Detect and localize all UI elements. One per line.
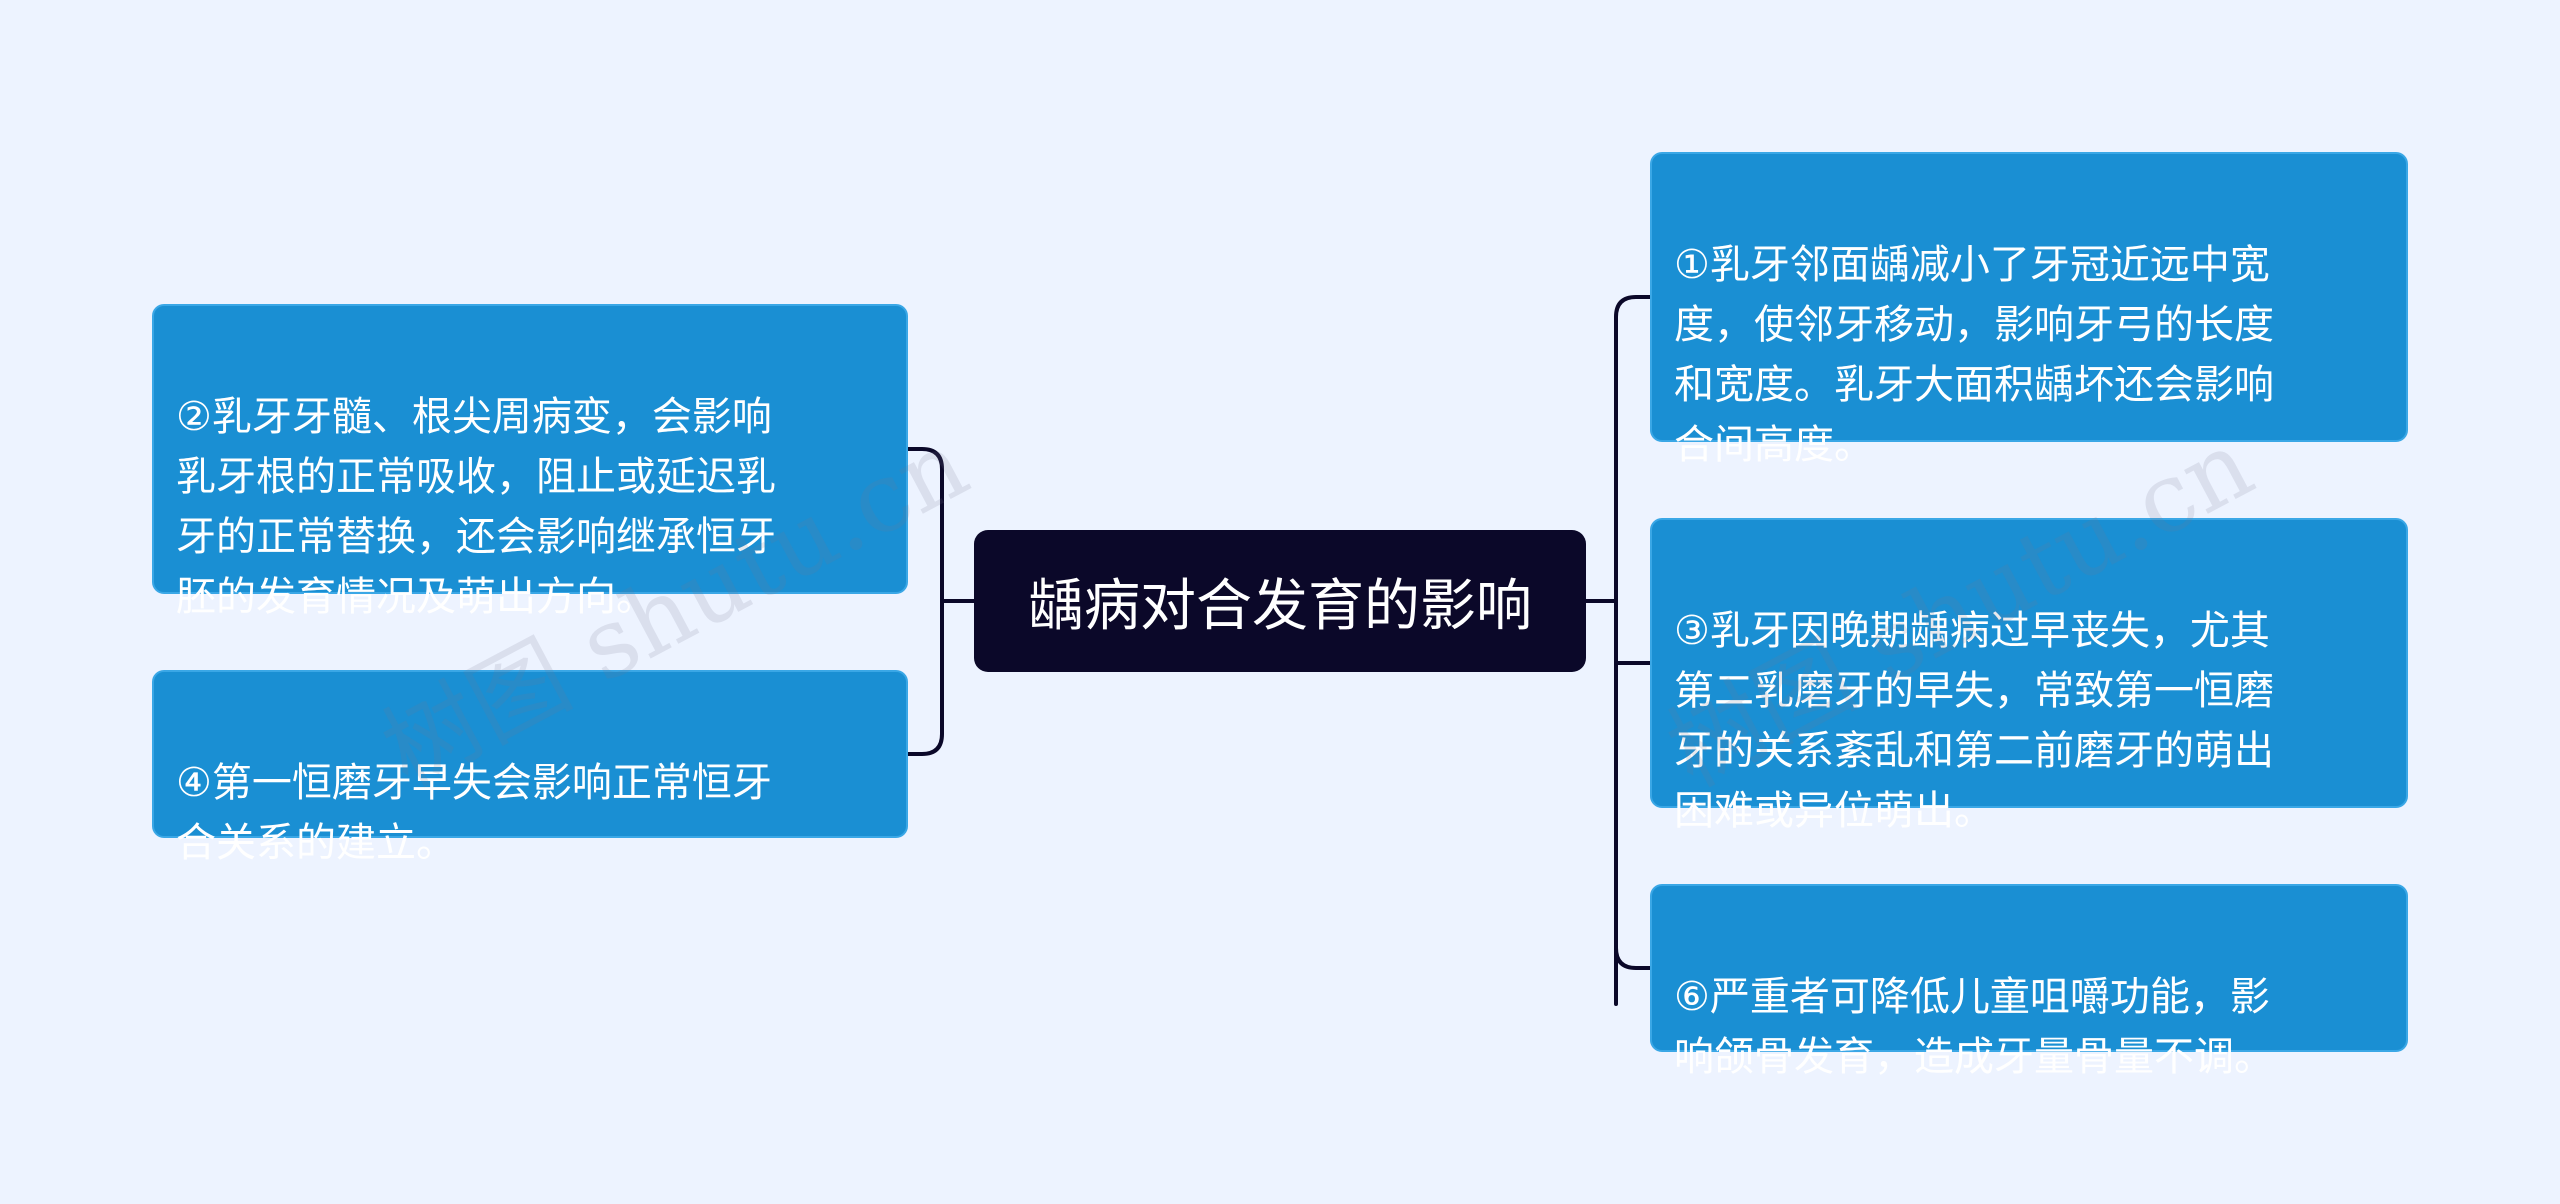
connector-left-to-node-2: [906, 447, 944, 603]
topic-node-6-text: ⑥严重者可降低儿童咀嚼功能，影 响颌骨发育，造成牙量骨量不调。: [1674, 974, 2274, 1080]
connector-right-to-node-1: [1614, 295, 1652, 1006]
topic-node-6[interactable]: ⑥严重者可降低儿童咀嚼功能，影 响颌骨发育，造成牙量骨量不调。: [1650, 884, 2408, 1080]
topic-node-3[interactable]: ③乳牙因晚期龋病过早丧失，尤其 第二乳磨牙的早失，常致第一恒磨 牙的关系紊乱和第…: [1650, 518, 2408, 834]
central-topic-label: 龋病对合发育的影响: [1028, 573, 1532, 639]
topic-node-4[interactable]: ④第一恒磨牙早失会影响正常恒牙 合关系的建立。: [152, 670, 908, 866]
topic-node-2[interactable]: ②乳牙牙髓、根尖周病变，会影响 乳牙根的正常吸收，阻止或延迟乳 牙的正常替换，还…: [152, 304, 908, 620]
connector-left-to-node-4: [906, 599, 944, 756]
topic-node-4-text: ④第一恒磨牙早失会影响正常恒牙 合关系的建立。: [176, 760, 772, 866]
topic-node-3-text: ③乳牙因晚期龋病过早丧失，尤其 第二乳磨牙的早失，常致第一恒磨 牙的关系紊乱和第…: [1674, 608, 2274, 834]
topic-node-2-text: ②乳牙牙髓、根尖周病变，会影响 乳牙根的正常吸收，阻止或延迟乳 牙的正常替换，还…: [176, 394, 776, 620]
topic-node-1[interactable]: ①乳牙邻面龋减小了牙冠近远中宽 度，使邻牙移动，影响牙弓的长度 和宽度。乳牙大面…: [1650, 152, 2408, 468]
central-topic[interactable]: 龋病对合发育的影响: [974, 530, 1586, 672]
topic-node-1-text: ①乳牙邻面龋减小了牙冠近远中宽 度，使邻牙移动，影响牙弓的长度 和宽度。乳牙大面…: [1674, 242, 2274, 468]
connector-right-to-node-6: [1614, 946, 1652, 970]
